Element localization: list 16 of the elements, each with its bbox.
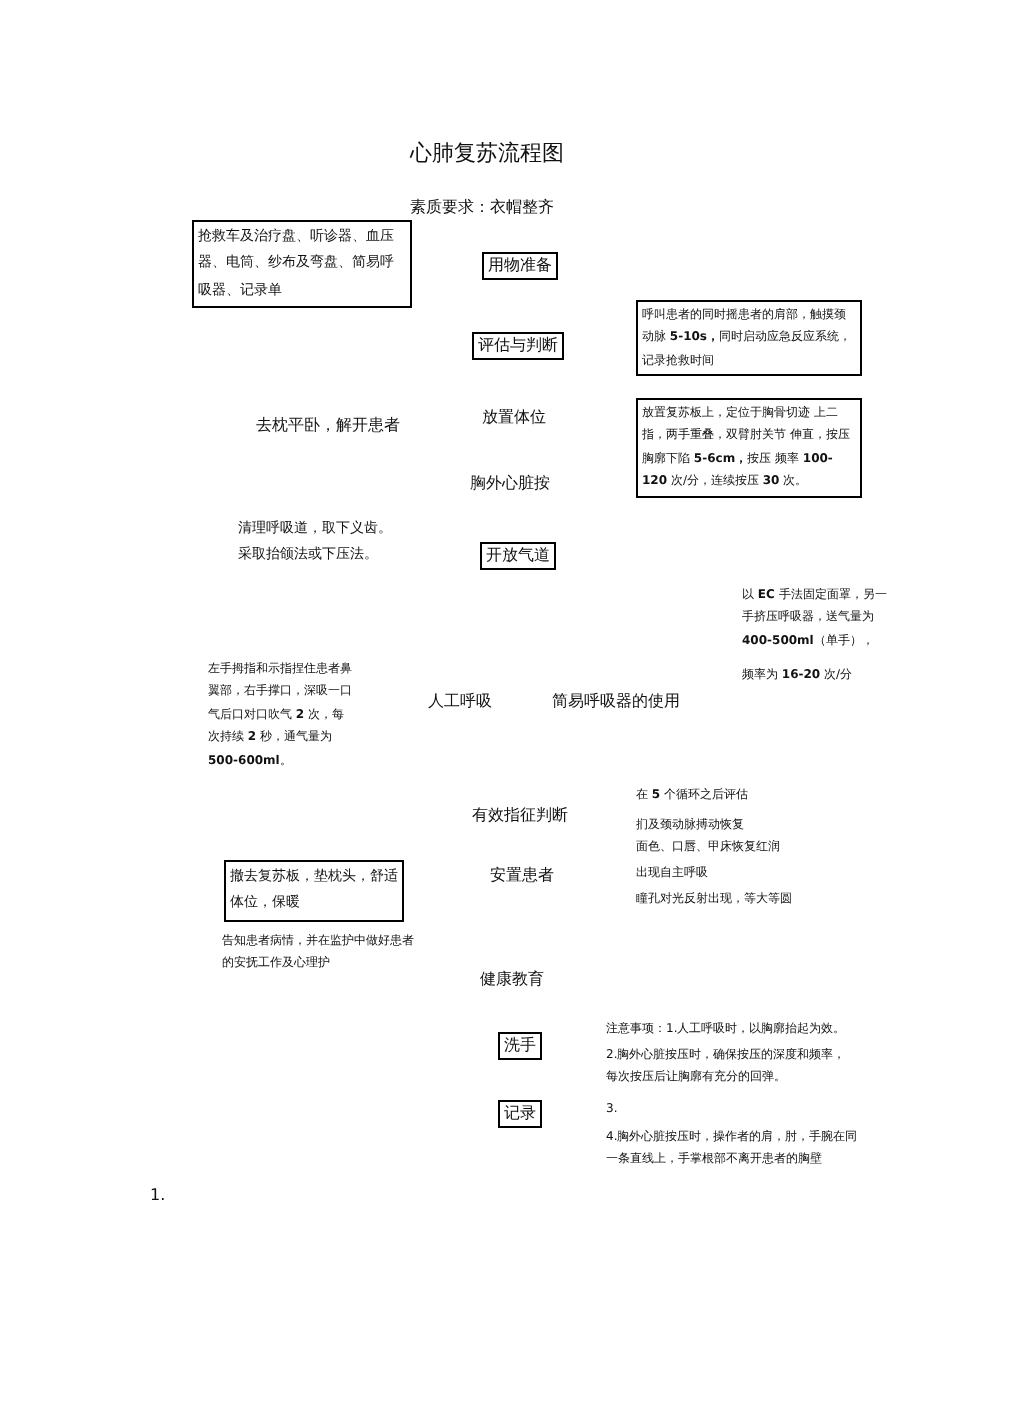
step-note-text: 去枕平卧，解开患者	[256, 416, 400, 436]
step-box: 开放气道	[480, 542, 556, 570]
step-box: 洗手	[498, 1032, 542, 1060]
step-text: 人工呼吸	[428, 692, 492, 712]
step-box: 记录	[498, 1100, 542, 1128]
step-text: 有效指征判断	[472, 806, 568, 826]
step-text: 放置体位	[482, 408, 546, 428]
list-number: 1.	[150, 1186, 166, 1206]
page-title: 心肺复苏流程图	[410, 140, 564, 167]
step-text: 健康教育	[480, 970, 544, 990]
step-box: 用物准备	[482, 252, 558, 280]
requirement-text: 素质要求：衣帽整齐	[410, 198, 554, 218]
step-box: 评估与判断	[472, 332, 564, 360]
step-text: 胸外心脏按	[470, 474, 550, 494]
step-text: 简易呼吸器的使用	[552, 692, 680, 712]
step-text: 安置患者	[490, 866, 554, 886]
